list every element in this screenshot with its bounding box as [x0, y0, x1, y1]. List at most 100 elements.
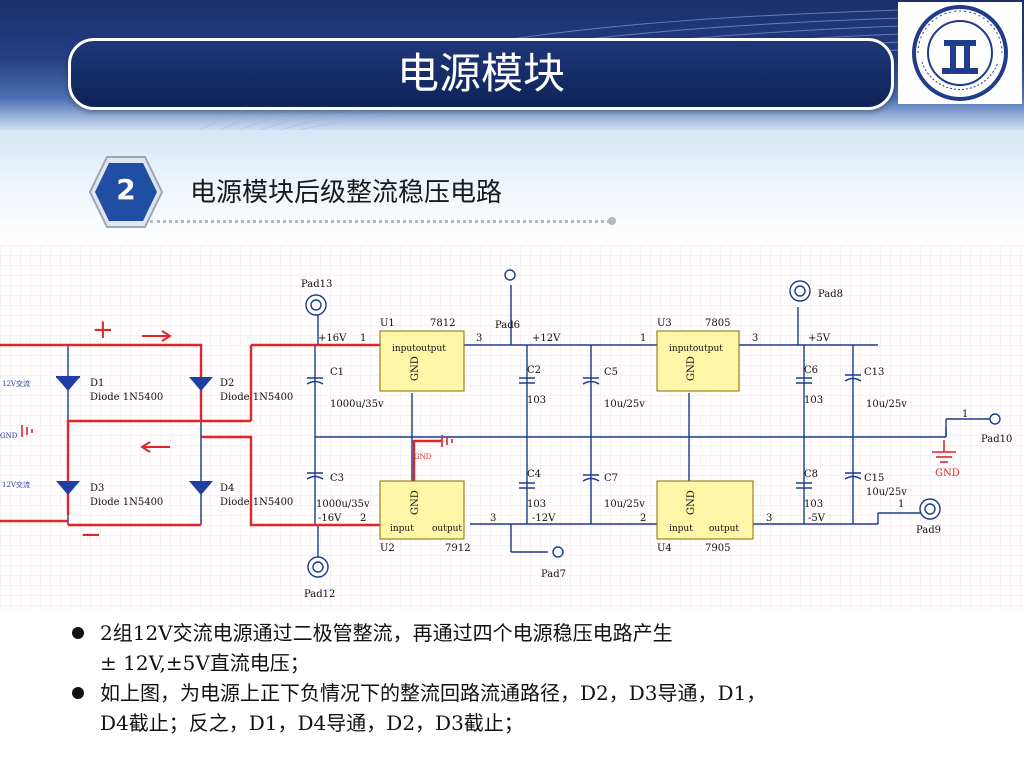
pin-u3-3: 3 [752, 333, 758, 344]
net-n5v: -5V [808, 513, 826, 524]
current-arrows [140, 330, 172, 453]
label-u2-part: 7912 [445, 543, 470, 554]
label-pad6: Pad6 [495, 320, 520, 331]
pin-u4-3: 3 [766, 513, 772, 524]
label-c6-ref: C6 [804, 365, 818, 376]
label-c1-value: 1000u/35v [330, 399, 384, 410]
divider-end-dot [608, 217, 616, 225]
pin-pad9-1: 1 [898, 499, 904, 510]
net-p5v: +5V [808, 333, 831, 344]
pad6-circle [504, 269, 516, 281]
label-d4-part: Diode 1N5400 [220, 497, 293, 508]
label-pad7: Pad7 [541, 569, 566, 580]
ic-u1 [379, 330, 465, 392]
net-ac-top: 12V交流 [2, 379, 30, 388]
label-c8-value: 103 [804, 499, 823, 510]
label-u3-gnd: GND [686, 356, 697, 381]
diode-d2 [189, 377, 213, 391]
label-c4-value: 103 [527, 499, 546, 510]
label-c15-ref: C15 [864, 473, 884, 484]
net-p12v: +12V [532, 333, 561, 344]
label-c15-value: 10u/25v [866, 487, 907, 498]
net-gnd-mid: GND [414, 453, 432, 461]
pads [305, 269, 1001, 578]
label-u4-ref: U4 [657, 543, 672, 554]
label-c8-ref: C8 [804, 469, 818, 480]
net-ac-bottom: 12V交流 [2, 480, 30, 489]
university-logo [898, 2, 1022, 104]
label-u1-ref: U1 [380, 318, 395, 329]
label-pad10: Pad10 [981, 434, 1012, 445]
label-c7-value: 10u/25v [604, 499, 645, 510]
label-d2-ref: D2 [220, 378, 234, 389]
pad7-circle [552, 546, 564, 558]
label-u1-gnd: GND [410, 356, 421, 381]
ic-u4 [656, 480, 754, 540]
label-d3-ref: D3 [90, 483, 104, 494]
wires [67, 285, 995, 557]
label-u4-part: 7905 [705, 543, 730, 554]
minus-marker: − [80, 520, 102, 550]
diode-d1 [56, 377, 80, 391]
label-u1-part: 7812 [430, 318, 455, 329]
ic-u2 [379, 480, 465, 540]
label-pad9: Pad9 [916, 525, 941, 536]
label-c3-value: 1000u/35v [316, 499, 370, 510]
dotted-divider [150, 220, 610, 223]
label-c2-value: 103 [527, 395, 546, 406]
grid-overlay [0, 245, 1024, 610]
ground-symbols [21, 425, 956, 463]
pin-u4-2: 2 [640, 513, 646, 524]
label-pad8: Pad8 [818, 289, 843, 300]
capacitors [306, 374, 862, 489]
label-c1-ref: C1 [330, 367, 344, 378]
bullet-dot [72, 687, 84, 699]
pin-pad10-1: 1 [962, 409, 968, 420]
label-pad12: Pad12 [304, 589, 335, 600]
bullet-dot [72, 627, 84, 639]
label-u2-output: output [432, 524, 462, 534]
pin-u1-1: 1 [360, 333, 366, 344]
label-u3-ref: U3 [657, 318, 672, 329]
label-c13-ref: C13 [864, 367, 884, 378]
label-d3-part: Diode 1N5400 [90, 497, 163, 508]
label-u2-gnd: GND [410, 490, 421, 515]
label-d1-part: Diode 1N5400 [90, 392, 163, 403]
label-c5-value: 10u/25v [604, 399, 645, 410]
bullet-2-line-2: D4截止；反之，D1，D4导通，D2，D3截止； [100, 711, 524, 735]
pin-u2-3: 3 [490, 513, 496, 524]
label-d4-ref: D4 [220, 483, 234, 494]
net-gnd: GND [935, 468, 960, 479]
net-n16v: -16V [318, 513, 342, 524]
page-title: 电源模块 [396, 49, 565, 98]
diode-d4 [189, 481, 213, 495]
section-number: 2 [116, 173, 136, 206]
bullet-1-line-1: 2组12V交流电源通过二极管整流，再通过四个电源稳压电路产生 [100, 621, 673, 645]
label-d2-part: Diode 1N5400 [220, 392, 293, 403]
net-n12v: -12V [532, 513, 556, 524]
label-u4-gnd: GND [686, 490, 697, 515]
bullet-item: 如上图，为电源上正下负情况下的整流回路流通路径，D2，D3导通，D1， D4截止… [70, 678, 1000, 738]
label-c2-ref: C2 [527, 365, 541, 376]
pin-u2-2: 2 [360, 513, 366, 524]
label-d1-ref: D1 [90, 378, 104, 389]
label-c6-value: 103 [804, 395, 823, 406]
pin-u1-3: 3 [476, 333, 482, 344]
label-u1-pins: inputoutput [392, 344, 446, 354]
bullet-1-line-2: ± 12V,±5V直流电压； [100, 651, 310, 675]
section-title: 电源模块后级整流稳压电路 [190, 178, 503, 208]
pin-u3-1: 1 [640, 333, 646, 344]
label-pad13: Pad13 [301, 279, 332, 290]
label-c3-ref: C3 [330, 473, 344, 484]
rectifier-regulator-schematic: + − Pad13 Pad6 Pad8 Pad10 Pad12 Pad7 Pad… [0, 245, 1024, 610]
section-number-badge [88, 156, 164, 228]
ic-u3 [656, 330, 740, 392]
label-c4-ref: C4 [527, 469, 541, 480]
label-c13-value: 10u/25v [866, 399, 907, 410]
regulator-ics [379, 330, 754, 540]
label-u4-input: input [669, 524, 693, 534]
plus-marker: + [92, 315, 114, 345]
net-p16v: +16V [318, 333, 347, 344]
label-u3-part: 7805 [705, 318, 730, 329]
label-c5-ref: C5 [604, 367, 618, 378]
